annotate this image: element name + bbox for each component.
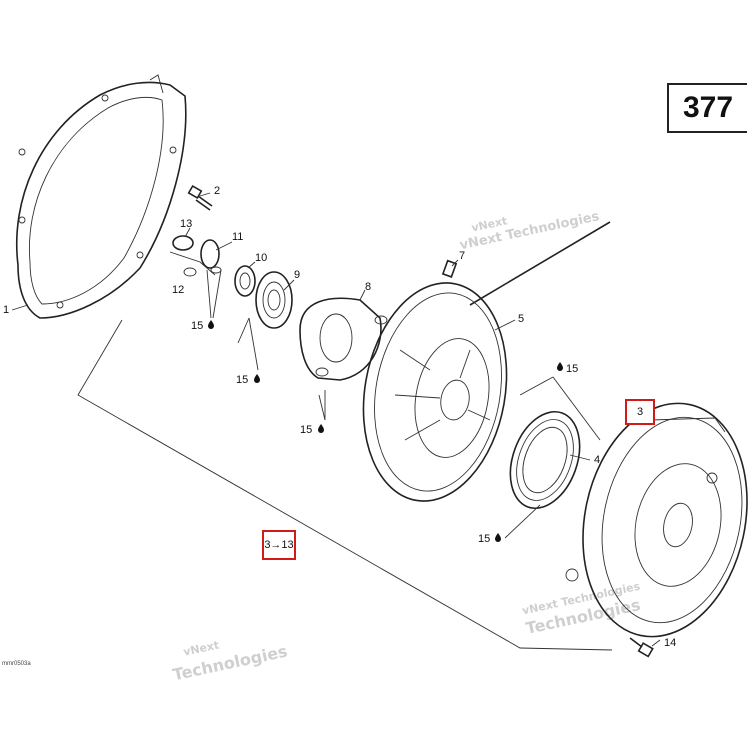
callout-2: 2 bbox=[214, 185, 220, 197]
callout-15-d: 15 bbox=[566, 363, 578, 375]
oil-drop-icons bbox=[208, 320, 563, 542]
part-10-washer bbox=[234, 265, 256, 297]
oil-drop-icon bbox=[495, 533, 501, 542]
callout-13: 13 bbox=[180, 218, 192, 230]
callout-5: 5 bbox=[518, 313, 524, 325]
part-2-bolt bbox=[187, 184, 213, 211]
part-8-hub bbox=[299, 297, 388, 381]
callout-10: 10 bbox=[255, 252, 267, 264]
leader-lines bbox=[11, 192, 661, 647]
oil-drop-icon bbox=[208, 320, 214, 329]
oil-drop-icon bbox=[557, 362, 563, 371]
part-13-pawl-assembly bbox=[169, 235, 222, 277]
callout-11: 11 bbox=[232, 231, 243, 243]
callout-4: 4 bbox=[594, 454, 600, 466]
diagram-id-label: mmr0503a bbox=[2, 661, 31, 667]
callout-9: 9 bbox=[294, 269, 300, 281]
part-7-pin bbox=[441, 259, 458, 278]
callout-14: 14 bbox=[664, 637, 676, 649]
kit-bracket-lines bbox=[77, 319, 613, 651]
part-14-bolt bbox=[629, 637, 654, 658]
callout-15-c: 15 bbox=[300, 424, 312, 436]
callout-15-b: 15 bbox=[236, 374, 248, 386]
oil-drop-icon bbox=[254, 374, 260, 383]
page-number-badge: 377 bbox=[667, 83, 747, 133]
part-1-back-plate bbox=[16, 74, 187, 319]
callout-12: 12 bbox=[172, 284, 184, 296]
oil-drop-icon bbox=[318, 424, 324, 433]
callout-labels: 1 2 4 5 7 8 9 10 11 12 13 14 15 15 15 15… bbox=[3, 185, 676, 649]
sheave-spokes bbox=[394, 349, 491, 441]
part-3-housing bbox=[565, 402, 748, 638]
part-4-recoil-spring bbox=[509, 410, 581, 510]
callout-7: 7 bbox=[459, 250, 465, 262]
starter-rope bbox=[469, 221, 611, 306]
kit-ref-box: 3→13 bbox=[262, 530, 296, 560]
callout-15-a: 15 bbox=[191, 320, 203, 332]
callout-8: 8 bbox=[365, 281, 371, 293]
part-9-bearing bbox=[255, 271, 293, 329]
callout-15-e: 15 bbox=[478, 533, 490, 545]
callout-1: 1 bbox=[3, 304, 9, 316]
part-5-sheave bbox=[362, 282, 508, 502]
housing-ref-box: 3 bbox=[625, 399, 655, 425]
